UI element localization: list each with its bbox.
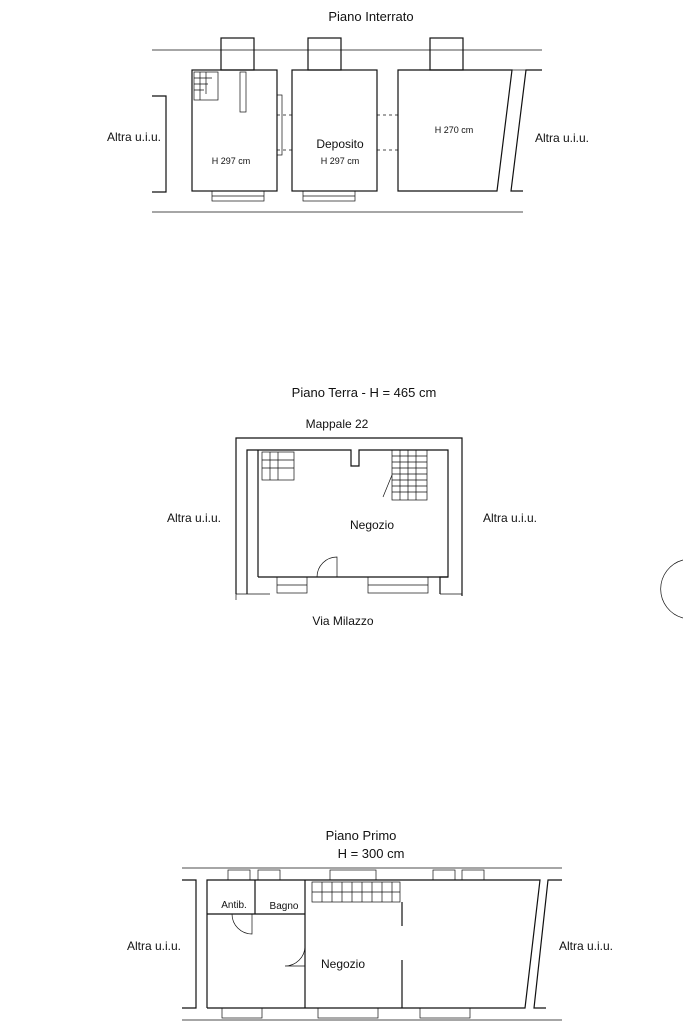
first-floor-title: Piano Primo	[325, 828, 397, 843]
basement-left-neighbor-label: Altra u.i.u.	[106, 130, 162, 144]
ground-floor-plan	[235, 437, 463, 600]
basement-room-left-height: H 297 cm	[211, 156, 251, 166]
basement-plan	[152, 37, 542, 213]
basement-room-right-height: H 270 cm	[434, 125, 474, 135]
ground-left-neighbor-label: Altra u.i.u.	[166, 511, 222, 525]
first-left-neighbor-label: Altra u.i.u.	[126, 939, 182, 953]
parcel-label: Mappale 22	[305, 417, 369, 431]
ground-shop-label: Negozio	[349, 518, 395, 532]
ground-floor-title: Piano Terra - H = 465 cm	[291, 385, 437, 400]
antibath-label: Antib.	[221, 900, 247, 911]
street-label: Via Milazzo	[312, 614, 374, 628]
basement-title: Piano Interrato	[328, 9, 414, 24]
ground-right-neighbor-label: Altra u.i.u.	[482, 511, 538, 525]
first-shop-label: Negozio	[320, 957, 366, 971]
storage-room-label: Deposito	[316, 137, 364, 151]
bath-label: Bagno	[269, 901, 299, 912]
first-floor-plan	[182, 867, 562, 1021]
basement-right-neighbor-label: Altra u.i.u.	[534, 131, 590, 145]
first-right-neighbor-label: Altra u.i.u.	[558, 939, 614, 953]
orientation-symbol-partial	[660, 559, 683, 619]
first-floor-height: H = 300 cm	[337, 846, 405, 861]
storage-room-height: H 297 cm	[320, 156, 360, 166]
